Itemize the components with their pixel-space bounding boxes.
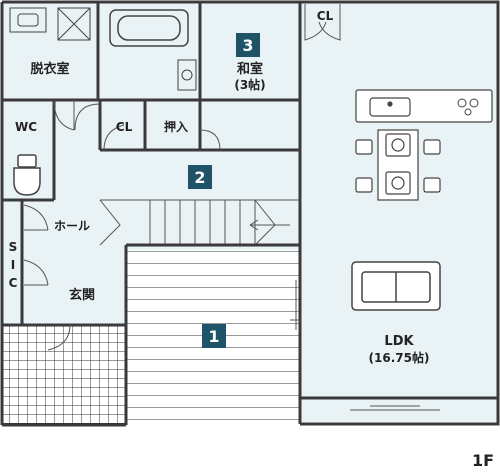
room-label-cl-top: CL: [317, 9, 334, 23]
room-label-ldk-size: (16.75帖): [369, 350, 430, 365]
washing-machine-icon: [177, 59, 197, 91]
marker-3: 3: [236, 33, 260, 57]
marker-2-text: 2: [194, 168, 205, 187]
marker-1: 1: [202, 324, 226, 348]
stairs-upper: [99, 199, 300, 246]
toilet-icon: [13, 154, 41, 196]
dining-table: [377, 129, 419, 201]
marker-3-text: 3: [242, 36, 253, 55]
marker-1-text: 1: [208, 327, 219, 346]
room-label-cl-center: CL: [116, 120, 133, 134]
room-label-sic-i: I: [11, 258, 15, 272]
room-label-genkan: 玄関: [69, 287, 95, 303]
room-label-sic-c: C: [9, 276, 18, 290]
room-label-hall: ホール: [54, 219, 90, 233]
kitchen-counter: [355, 89, 493, 123]
dining-chairs: [355, 139, 441, 193]
bathtub-icon: [109, 9, 189, 47]
washbasin-icon: [9, 7, 47, 33]
floor-label: 1F: [472, 451, 494, 470]
room-label-oshiire: 押入: [164, 119, 188, 134]
room-label-datsuisho: 脱衣室: [30, 61, 69, 77]
room-label-washitsu: 和室: [237, 61, 263, 77]
room-labels: 脱衣室 和室 (3帖) WC CL 押入 CL ホール S I C 玄関 LDK…: [9, 9, 430, 365]
room-label-wc: WC: [15, 120, 37, 134]
sofa-icon: [351, 261, 441, 311]
doors: [23, 4, 440, 411]
entrance-tile-floor: [2, 325, 126, 425]
shower-icon: [57, 7, 91, 41]
room-label-sic-s: S: [9, 240, 18, 254]
room-label-washitsu-size: (3帖): [234, 77, 265, 92]
room-label-ldk: LDK: [384, 334, 414, 349]
walls: [0, 0, 500, 427]
stove-icon: [457, 98, 479, 116]
marker-2: 2: [188, 165, 212, 189]
